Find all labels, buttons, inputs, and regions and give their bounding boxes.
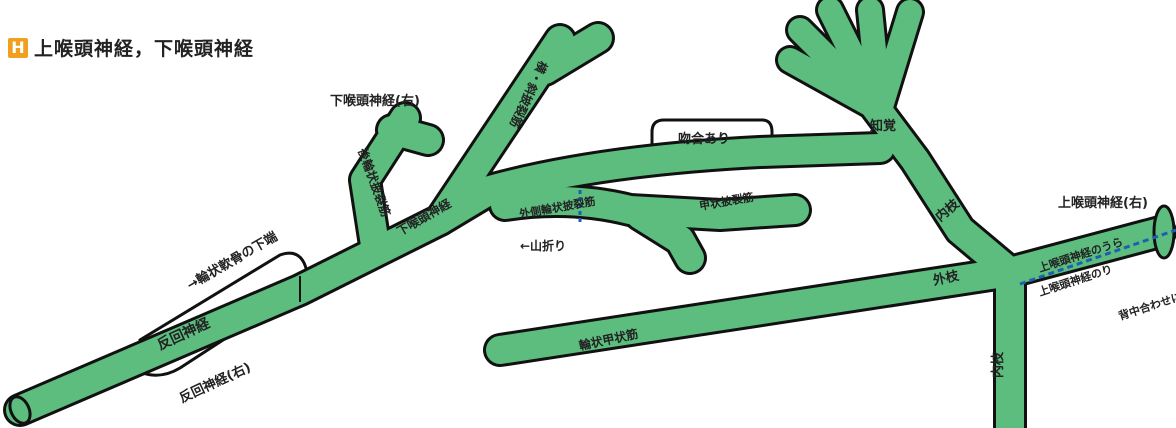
- fold-line-upper: [1019, 228, 1176, 286]
- caption-upper-right: 上喉頭神経(右): [1058, 196, 1148, 211]
- label-sensory: 知覚: [870, 118, 896, 134]
- label-anastomosis: 吻合あり: [678, 131, 730, 147]
- nerve-end-right: [1152, 204, 1176, 260]
- section-header: H 上喉頭神経，下喉頭神経: [8, 34, 254, 61]
- label-valley-fold: ←山折り: [520, 238, 566, 253]
- caption-lower-right: 下喉頭神経(右): [330, 94, 420, 109]
- nerve-end-left: [8, 395, 32, 425]
- page-title: 上喉頭神経，下喉頭神経: [34, 38, 255, 60]
- section-letter-badge: H: [8, 37, 28, 58]
- label-external-branch: 外枝: [931, 268, 962, 289]
- label-internal-branch: 内枝: [990, 351, 1006, 378]
- label-back-paste: 背中合わせに貼る: [1117, 282, 1176, 323]
